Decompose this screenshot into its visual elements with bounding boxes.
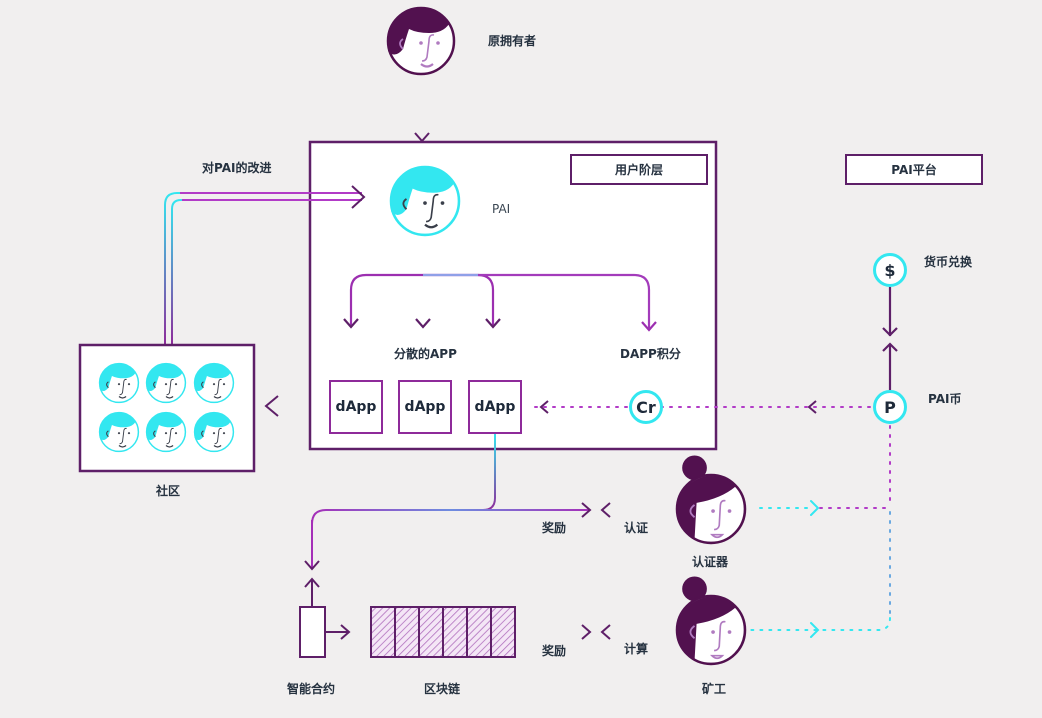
community-member-avatar xyxy=(145,362,187,404)
arrowhead-down-icon xyxy=(485,318,501,329)
community-label: 社区 xyxy=(156,484,181,498)
dapp-to-reward-lines xyxy=(304,433,592,571)
arrowhead-down-icon xyxy=(304,560,320,571)
community-member-avatar xyxy=(98,362,140,404)
blockchain-block xyxy=(418,606,444,658)
arrowhead-left-icon xyxy=(539,400,549,414)
arrowhead-left-icon xyxy=(264,395,279,417)
compute-label: 计算 xyxy=(624,642,649,656)
arrowhead-down-icon xyxy=(415,318,431,329)
arrowhead-down-icon xyxy=(641,321,657,332)
dapp-credits-label: DAPP积分 xyxy=(620,347,681,361)
decentralized-app-label: 分散的APP xyxy=(394,347,457,361)
arrowhead-up-icon xyxy=(882,342,898,352)
improvement-label: 对PAI的改进 xyxy=(202,161,272,175)
blockchain xyxy=(370,606,516,658)
arrowhead-down-icon xyxy=(882,327,898,337)
arrowhead-right-icon xyxy=(340,624,351,640)
community-member-avatar xyxy=(98,411,140,453)
blockchain-block xyxy=(394,606,420,658)
arrowhead-down-icon xyxy=(343,318,359,329)
arrowhead-right-icon xyxy=(810,500,820,516)
dollar-coin-icon: $ xyxy=(873,253,907,287)
validator-avatar xyxy=(675,455,747,545)
pai-coin-label: PAI币 xyxy=(928,392,962,406)
blockchain-label: 区块链 xyxy=(424,682,461,696)
community-member-avatar xyxy=(145,411,187,453)
credits-coin-icon: Cr xyxy=(629,390,663,424)
original-owner-avatar xyxy=(386,6,456,76)
dapp-box[interactable]: dApp xyxy=(398,380,452,434)
reward-label-top: 奖励 xyxy=(542,521,567,535)
miner-avatar xyxy=(675,576,747,666)
arrowhead-right-icon xyxy=(581,502,592,518)
pai-label: PAI xyxy=(492,202,511,216)
improvement-arrow xyxy=(164,185,366,345)
dapp-box[interactable]: dApp xyxy=(329,380,383,434)
pai-coin-icon: P xyxy=(873,390,907,424)
pai-platform-label: PAI平台 xyxy=(845,154,983,185)
staking-dotted-lines xyxy=(749,425,891,638)
blockchain-block xyxy=(370,606,396,658)
credits-flow xyxy=(534,400,871,414)
smart-contract xyxy=(299,577,351,658)
community-member-avatar xyxy=(193,411,235,453)
original-owner-label: 原拥有者 xyxy=(488,34,537,48)
community-member-avatar xyxy=(193,362,235,404)
validator-label: 认证器 xyxy=(692,555,729,569)
arrowhead-left-icon xyxy=(600,502,611,518)
user-layer-label: 用户阶层 xyxy=(570,154,708,185)
pai-avatar xyxy=(389,165,461,237)
arrowhead-right-icon xyxy=(351,185,366,209)
arrowhead-up-icon xyxy=(304,577,320,588)
blockchain-block xyxy=(490,606,516,658)
miner-label: 矿工 xyxy=(702,682,727,696)
blockchain-block xyxy=(466,606,492,658)
arrowhead-down-icon xyxy=(414,132,430,143)
verify-arrow xyxy=(600,502,678,518)
compute-arrows xyxy=(515,624,678,640)
arrowhead-left-icon xyxy=(600,624,611,640)
arrowhead-right-icon xyxy=(581,624,592,640)
arrowhead-right-icon xyxy=(810,622,820,638)
blockchain-block xyxy=(442,606,468,658)
smart-contract-label: 智能合约 xyxy=(287,682,336,696)
dapp-box[interactable]: dApp xyxy=(468,380,522,434)
exchange-arrows xyxy=(882,287,898,390)
arrowhead-left-icon xyxy=(807,400,817,414)
verify-label: 认证 xyxy=(624,521,649,535)
currency-exchange-label: 货币兑换 xyxy=(924,255,973,269)
reward-label-bottom: 奖励 xyxy=(542,644,567,658)
dapp-to-community-arrow xyxy=(264,395,330,417)
pai-branch-arrows xyxy=(343,236,657,332)
